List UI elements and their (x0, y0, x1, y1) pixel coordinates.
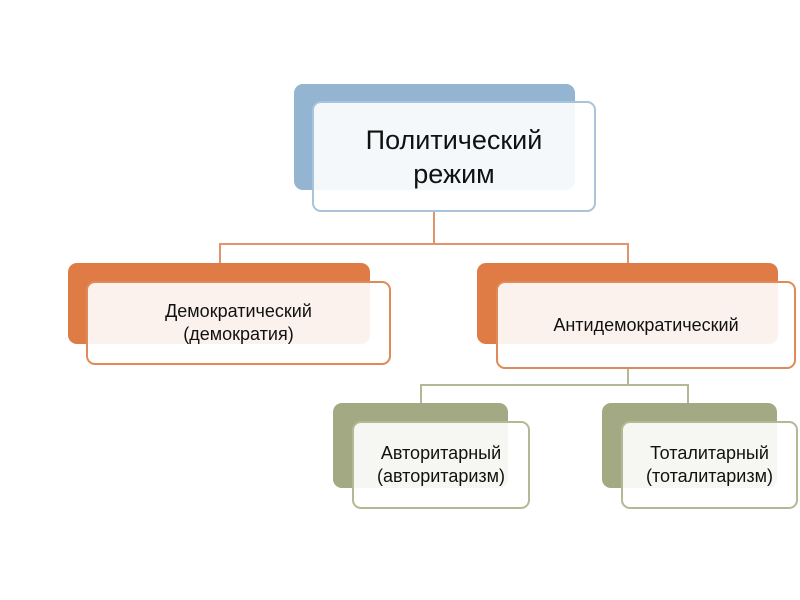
authoritarian-node: Авторитарный (авторитаризм) (352, 421, 530, 509)
antidemocratic-node-label: Антидемократический (553, 314, 739, 335)
democratic-node-label: Демократический (демократия) (165, 301, 312, 344)
democratic-node: Демократический (демократия) (86, 281, 391, 365)
connector-to-totalitarian (687, 384, 689, 404)
connector-root-down (433, 211, 435, 245)
root-node-label: Политический режим (365, 124, 543, 189)
root-node: Политический режим (312, 101, 596, 212)
connector-to-authoritarian (420, 384, 422, 404)
connector-level1-horizontal (219, 243, 629, 245)
connector-anti-down (627, 368, 629, 386)
connector-level2-horizontal (420, 384, 689, 386)
antidemocratic-node: Антидемократический (496, 281, 796, 369)
connector-to-democratic (219, 243, 221, 264)
authoritarian-node-label: Авторитарный (авторитаризм) (376, 443, 506, 486)
totalitarian-node: Тоталитарный (тоталитаризм) (621, 421, 798, 509)
totalitarian-node-label: Тоталитарный (тоталитаризм) (645, 443, 773, 486)
connector-to-antidemocratic (627, 243, 629, 264)
